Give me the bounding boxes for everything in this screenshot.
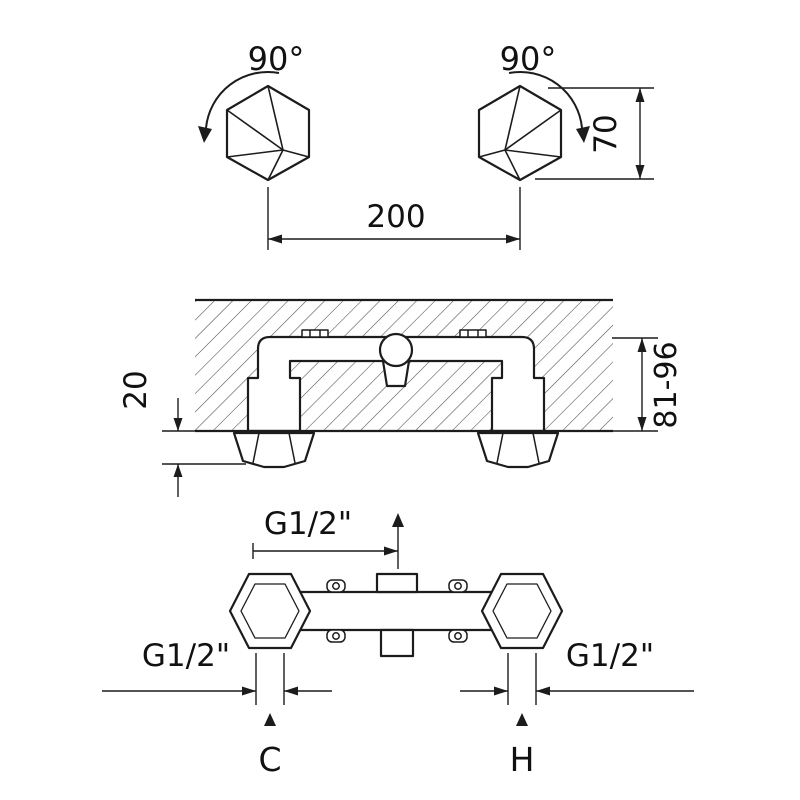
front-view-labels: G1/2" G1/2" G1/2" C H <box>142 506 654 779</box>
hex-nut-section-left <box>232 431 316 469</box>
hex-nut-front-left-facet <box>240 583 300 639</box>
front-view-dimensions <box>102 513 694 726</box>
dim-arrow-icon <box>173 464 183 477</box>
cold-label: C <box>258 740 281 779</box>
rotation-label-right: 90° <box>500 40 557 78</box>
hex-nut-front-right <box>480 572 564 650</box>
dim-label-81-96: 81-96 <box>649 341 684 428</box>
rotation-arc-right <box>508 70 583 129</box>
protruding-nuts <box>232 431 560 469</box>
dim-arrow-icon <box>635 88 645 102</box>
top-view-labels: 90° 90° 200 70 <box>248 40 624 235</box>
mounting-ear <box>326 629 346 643</box>
dim-label-70: 70 <box>588 114 624 153</box>
thread-label-right: G1/2" <box>566 638 654 674</box>
top-view-dimensions <box>267 87 654 250</box>
dim-arrow-icon <box>506 234 520 244</box>
section-view-dimensions <box>162 337 658 497</box>
thread-label-center: G1/2" <box>264 506 352 542</box>
hex-knob-left-facets <box>226 85 310 181</box>
fastening-bosses <box>301 329 487 338</box>
mounting-ear <box>448 629 468 643</box>
dim-arrow-icon <box>637 338 647 352</box>
cold-inlet-arrow-icon <box>264 713 276 726</box>
dim-arrow-icon <box>384 546 398 556</box>
center-block-top <box>375 572 419 594</box>
flow-arrow-up-icon <box>392 513 404 527</box>
dim-arrow-icon <box>494 686 508 696</box>
screw-hole-icon <box>454 632 462 640</box>
rotation-label-left: 90° <box>248 40 305 78</box>
hex-knob-right-facets <box>478 85 562 181</box>
screw-hole-icon <box>332 582 340 590</box>
hot-inlet-arrow-icon <box>516 713 528 726</box>
dim-arrow-icon <box>268 234 282 244</box>
section-view <box>195 298 613 469</box>
screw-hole-icon <box>454 582 462 590</box>
dim-arrow-icon <box>284 686 298 696</box>
dim-arrow-icon <box>536 686 550 696</box>
hot-label: H <box>510 740 535 779</box>
thread-label-left: G1/2" <box>142 638 230 674</box>
section-view-labels: 20 81-96 <box>118 341 684 428</box>
hex-knob-left <box>225 84 311 182</box>
dim-label-200: 200 <box>366 199 425 235</box>
mounting-ears <box>326 579 468 643</box>
top-view <box>198 70 590 182</box>
hex-knob-right <box>477 84 563 182</box>
dim-arrow-icon <box>242 686 256 696</box>
rotation-arrowhead-left-icon <box>198 126 212 143</box>
hex-nut-front-left <box>228 572 312 650</box>
center-valve-circle <box>378 332 414 368</box>
mounting-ear <box>326 579 346 593</box>
hex-nut-front-right-facet <box>492 583 552 639</box>
hex-nut-section-right <box>476 431 560 469</box>
front-view <box>228 572 564 658</box>
rotation-arrowhead-right-icon <box>576 126 590 143</box>
valve-body-section <box>246 335 546 433</box>
rotation-arc-left <box>205 70 280 129</box>
outlet-spout-front <box>379 628 415 658</box>
dim-arrow-icon <box>637 417 647 431</box>
screw-hole-icon <box>332 632 340 640</box>
dim-arrow-icon <box>635 165 645 179</box>
dim-label-20: 20 <box>118 370 154 409</box>
dim-arrow-icon <box>173 418 183 431</box>
mounting-ear <box>448 579 468 593</box>
